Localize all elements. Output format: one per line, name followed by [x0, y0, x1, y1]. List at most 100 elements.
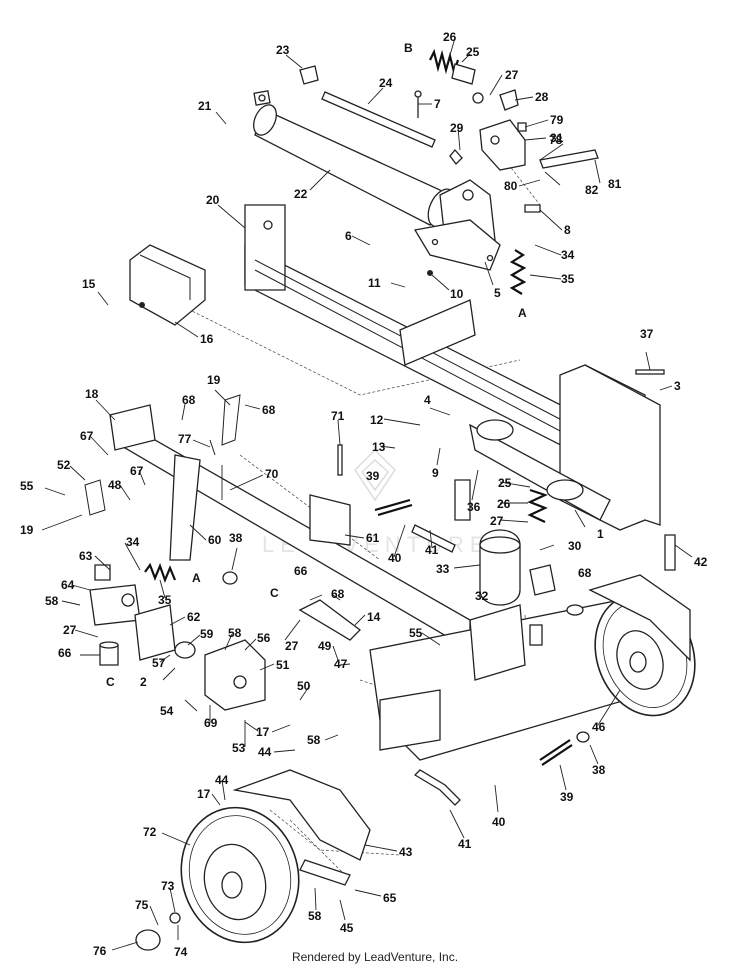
callout-4: 4 — [424, 393, 431, 407]
control-valve — [414, 48, 599, 213]
callout-72: 72 — [143, 825, 157, 839]
marker-c1: C — [270, 586, 279, 600]
callout-74: 74 — [174, 945, 188, 959]
callout-41b: 41 — [458, 837, 472, 851]
callout-26b: 26 — [497, 497, 511, 511]
foot-plate — [469, 364, 661, 531]
callout-39a: 39 — [366, 469, 380, 483]
right-wheel — [588, 574, 696, 717]
callout-27a: 27 — [505, 68, 519, 82]
callout-56: 56 — [257, 631, 271, 645]
left-wheel — [180, 769, 371, 944]
callout-68c: 68 — [331, 587, 345, 601]
callout-59: 59 — [200, 627, 214, 641]
callout-58c: 58 — [307, 733, 321, 747]
callout-73: 73 — [161, 879, 175, 893]
callout-13: 13 — [372, 440, 386, 454]
callout-10: 10 — [450, 287, 464, 301]
callout-80: 80 — [504, 179, 518, 193]
callout-54: 54 — [160, 704, 174, 718]
callout-19a: 19 — [207, 373, 221, 387]
callout-50: 50 — [297, 679, 311, 693]
callout-66b: 66 — [58, 646, 72, 660]
hoses-springs — [84, 249, 676, 951]
callout-43: 43 — [399, 845, 413, 859]
callout-14: 14 — [367, 610, 381, 624]
callout-35b: 35 — [158, 593, 172, 607]
callout-67a: 67 — [80, 429, 94, 443]
callout-55b: 55 — [409, 626, 423, 640]
callout-41a: 41 — [425, 543, 439, 557]
callout-38a: 38 — [229, 531, 243, 545]
callout-44b: 44 — [215, 773, 229, 787]
callout-81: 81 — [608, 177, 622, 191]
callout-26a: 26 — [443, 30, 457, 44]
marker-b: B — [404, 41, 413, 55]
callout-5: 5 — [494, 286, 501, 300]
hydraulic-cylinder — [253, 65, 501, 271]
callout-76: 76 — [93, 944, 107, 958]
callout-44a: 44 — [258, 745, 272, 759]
callout-58d: 58 — [308, 909, 322, 923]
callout-23: 23 — [276, 43, 290, 57]
callout-29: 29 — [450, 121, 464, 135]
callout-77: 77 — [178, 432, 192, 446]
callout-1: 1 — [597, 527, 604, 541]
callout-79: 79 — [550, 113, 564, 127]
callout-63: 63 — [79, 549, 93, 563]
callout-38b: 38 — [592, 763, 606, 777]
callout-61: 61 — [366, 531, 380, 545]
callout-48: 48 — [108, 478, 122, 492]
callout-34b: 34 — [126, 535, 140, 549]
callout-55a: 55 — [20, 479, 34, 493]
callout-53: 53 — [232, 741, 246, 755]
callout-17a: 17 — [256, 725, 270, 739]
callout-21: 21 — [198, 99, 212, 113]
callout-35a: 35 — [561, 272, 575, 286]
callout-52: 52 — [57, 458, 71, 472]
callout-22: 22 — [294, 187, 308, 201]
callout-25b: 25 — [498, 476, 512, 490]
callout-40b: 40 — [492, 815, 506, 829]
callout-9: 9 — [432, 466, 439, 480]
callout-18: 18 — [85, 387, 99, 401]
tongue-tube — [109, 404, 471, 652]
callout-36: 36 — [467, 500, 481, 514]
callout-3: 3 — [674, 379, 681, 393]
callout-82: 82 — [585, 183, 599, 197]
callout-40a: 40 — [388, 551, 402, 565]
callout-39b: 39 — [560, 790, 574, 804]
callout-49: 49 — [318, 639, 332, 653]
log-cradle — [129, 244, 206, 326]
callout-24: 24 — [379, 76, 393, 90]
callout-15: 15 — [82, 277, 96, 291]
callout-8: 8 — [564, 223, 571, 237]
callout-12: 12 — [370, 413, 384, 427]
footer-credit: Rendered by LeadVenture, Inc. — [291, 950, 459, 964]
callout-68b: 68 — [262, 403, 276, 417]
callout-51: 51 — [276, 658, 290, 672]
callout-27c: 27 — [285, 639, 299, 653]
callout-11: 11 — [368, 276, 381, 290]
callout-42: 42 — [694, 555, 708, 569]
callout-67b: 67 — [130, 464, 144, 478]
callout-31: 31 — [550, 131, 564, 145]
callout-45: 45 — [340, 921, 354, 935]
marker-a2: A — [192, 571, 201, 585]
axle-frame — [369, 599, 661, 761]
callout-71: 71 — [331, 409, 345, 423]
callout-68a: 68 — [182, 393, 196, 407]
callout-33: 33 — [436, 562, 450, 576]
callout-46: 46 — [592, 720, 606, 734]
callout-66a: 66 — [294, 564, 308, 578]
marker-a1: A — [518, 306, 527, 320]
marker-c2: C — [106, 675, 115, 689]
callout-34a: 34 — [561, 248, 575, 262]
callout-17b: 17 — [197, 787, 211, 801]
callout-19b: 19 — [20, 523, 34, 537]
callout-78: 78 — [549, 133, 563, 147]
callout-58a: 58 — [45, 594, 59, 608]
callout-64: 64 — [61, 578, 75, 592]
callout-6: 6 — [345, 229, 352, 243]
leader-lines — [41, 37, 693, 951]
